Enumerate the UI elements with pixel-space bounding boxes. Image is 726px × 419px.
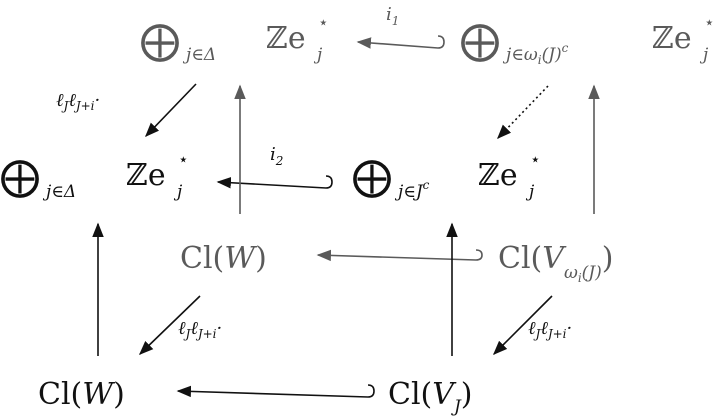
index-set: j∈Jc bbox=[394, 178, 430, 202]
star-sup: ⋆ bbox=[530, 150, 541, 170]
z-e-symbol: ℤe bbox=[478, 158, 518, 193]
node-cl-w-gray: Cl(W) bbox=[180, 241, 267, 276]
label-ell-right: ℓJℓJ+i· bbox=[528, 318, 572, 341]
arrow-clv-j-to-clw bbox=[176, 384, 375, 398]
star-sup: ⋆ bbox=[318, 13, 329, 33]
node-top-right: ⨁ j∈ωi(J)c ℤe ⋆ j bbox=[460, 13, 715, 67]
j-sub: j bbox=[525, 182, 535, 202]
z-e-symbol: ℤe bbox=[126, 158, 166, 193]
star-sup: ⋆ bbox=[178, 150, 189, 170]
cl-text: Cl(Vωi(J)) bbox=[498, 241, 613, 285]
j-sub: j bbox=[173, 182, 183, 202]
arrow-ell-mid bbox=[138, 295, 201, 356]
z-e-symbol: ℤe bbox=[652, 21, 692, 56]
oplus-symbol: ⨁ bbox=[140, 18, 180, 64]
label-i2: i2 bbox=[270, 144, 283, 168]
cl-text: Cl(W) bbox=[38, 377, 125, 412]
node-cl-v-j: Cl(VJ) bbox=[388, 377, 472, 417]
arrow-dotted bbox=[497, 85, 549, 140]
index-set: j∈ωi(J)c bbox=[502, 41, 569, 67]
node-top-left: ⨁ j∈Δ ℤe ⋆ j bbox=[140, 13, 329, 65]
label-i1: i1 bbox=[386, 4, 399, 28]
oplus-symbol: ⨁ bbox=[352, 154, 392, 200]
index-set: j∈Δ bbox=[42, 182, 76, 202]
oplus-symbol: ⨁ bbox=[0, 154, 40, 200]
cl-text: Cl(VJ) bbox=[388, 377, 472, 417]
j-sub: j bbox=[699, 45, 709, 65]
arrow-i1 bbox=[356, 35, 445, 49]
arrow-ell-top bbox=[145, 83, 197, 138]
node-cl-v-omega: Cl(Vωi(J)) bbox=[498, 241, 613, 285]
label-ell-top: ℓJℓJ+i· bbox=[56, 90, 100, 113]
star-sup: ⋆ bbox=[704, 13, 715, 33]
label-ell-mid: ℓJℓJ+i· bbox=[178, 318, 222, 341]
index-set: j∈Δ bbox=[182, 45, 216, 65]
node-mid-right: ⨁ j∈Jc ℤe ⋆ j bbox=[352, 150, 541, 202]
z-e-symbol: ℤe bbox=[266, 21, 306, 56]
arrow-ell-right bbox=[492, 295, 553, 356]
cl-text: Cl(W) bbox=[180, 241, 267, 276]
arrow-i2 bbox=[216, 175, 333, 189]
arrow-clv-omega-to-clw bbox=[316, 249, 483, 262]
j-sub: j bbox=[313, 45, 323, 65]
node-cl-w: Cl(W) bbox=[38, 377, 125, 412]
node-mid-left: ⨁ j∈Δ ℤe ⋆ j bbox=[0, 150, 189, 202]
oplus-symbol: ⨁ bbox=[460, 18, 500, 64]
